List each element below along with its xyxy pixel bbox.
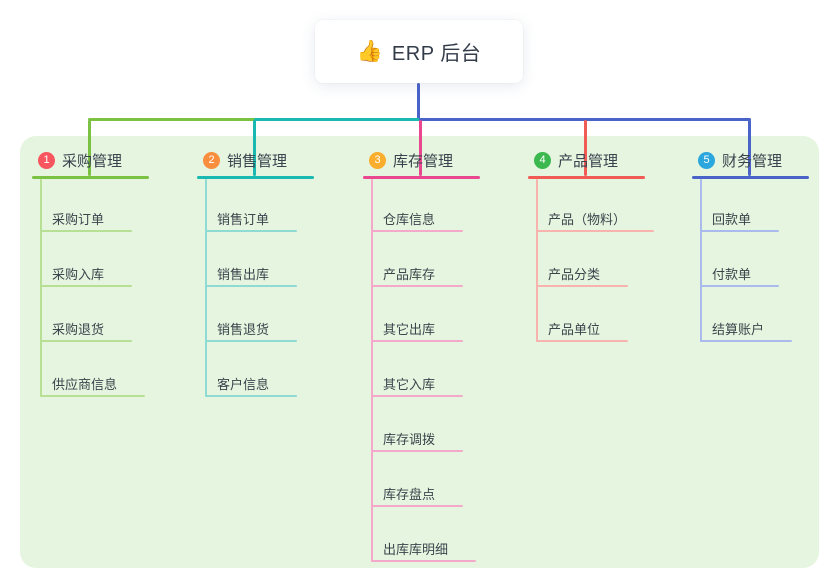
branch-trunk-line [205, 179, 207, 397]
branch-node-label: 库存管理 [393, 152, 454, 170]
branch-underline [32, 176, 149, 179]
child-underline [536, 285, 628, 287]
branch-underline [197, 176, 314, 179]
child-underline [40, 230, 132, 232]
child-underline [700, 340, 792, 342]
child-node[interactable]: 结算账户 [712, 322, 765, 337]
branch-node-label: 销售管理 [227, 152, 288, 170]
child-node[interactable]: 产品（物料） [548, 212, 627, 227]
child-underline [371, 230, 463, 232]
child-node[interactable]: 库存盘点 [383, 487, 436, 502]
child-node[interactable]: 采购订单 [52, 212, 105, 227]
child-underline [205, 395, 297, 397]
child-node[interactable]: 销售退货 [217, 322, 270, 337]
branch-underline [528, 176, 645, 179]
branch-trunk-line [40, 179, 42, 397]
child-node[interactable]: 销售订单 [217, 212, 270, 227]
branch-number-badge: 1 [38, 151, 55, 169]
branches-panel [20, 136, 819, 568]
child-underline [205, 230, 297, 232]
child-underline [700, 285, 779, 287]
child-node[interactable]: 产品库存 [383, 267, 436, 282]
child-node[interactable]: 出库库明细 [383, 542, 449, 557]
child-underline [371, 395, 463, 397]
branch-node-3[interactable]: 3 库存管理 [369, 149, 453, 171]
branch-node-5[interactable]: 5 财务管理 [698, 149, 782, 171]
rail-segment-3 [419, 118, 751, 121]
branch-node-2[interactable]: 2 销售管理 [203, 149, 287, 171]
branch-drop-line [748, 120, 751, 176]
root-node-label: ERP 后台 [391, 43, 482, 65]
child-underline [371, 450, 463, 452]
child-node[interactable]: 其它出库 [383, 322, 436, 337]
branch-underline [692, 176, 809, 179]
branch-number-badge: 5 [698, 151, 715, 169]
child-node[interactable]: 付款单 [712, 267, 752, 282]
branch-node-label: 采购管理 [62, 152, 123, 170]
branch-number-badge: 3 [369, 151, 386, 169]
child-underline [40, 395, 145, 397]
child-underline [536, 340, 628, 342]
branch-trunk-line [536, 179, 538, 342]
branch-underline [363, 176, 480, 179]
child-node[interactable]: 销售出库 [217, 267, 270, 282]
child-underline [40, 340, 132, 342]
child-node[interactable]: 产品单位 [548, 322, 601, 337]
child-node[interactable]: 仓库信息 [383, 212, 436, 227]
branch-trunk-line [700, 179, 702, 342]
child-underline [700, 230, 779, 232]
child-underline [205, 340, 297, 342]
child-node[interactable]: 产品分类 [548, 267, 601, 282]
root-stem-line [417, 83, 420, 121]
child-underline [371, 560, 476, 562]
branch-drop-line [419, 120, 422, 176]
branch-node-label: 产品管理 [558, 152, 619, 170]
branch-number-badge: 4 [534, 151, 551, 169]
root-node[interactable]: 👍 ERP 后台 [315, 20, 523, 83]
branch-node-label: 财务管理 [722, 152, 783, 170]
branch-drop-line [88, 120, 91, 176]
branch-number-badge: 2 [203, 151, 220, 169]
branch-trunk-line [371, 179, 373, 562]
child-underline [371, 505, 463, 507]
child-underline [205, 285, 297, 287]
child-underline [371, 285, 463, 287]
branch-node-1[interactable]: 1 采购管理 [38, 149, 122, 171]
child-node[interactable]: 采购退货 [52, 322, 105, 337]
rail-segment-1 [88, 118, 256, 121]
child-node[interactable]: 回款单 [712, 212, 752, 227]
child-node[interactable]: 其它入库 [383, 377, 436, 392]
child-node[interactable]: 库存调拨 [383, 432, 436, 447]
child-node[interactable]: 供应商信息 [52, 377, 118, 392]
child-node[interactable]: 采购入库 [52, 267, 105, 282]
branch-node-4[interactable]: 4 产品管理 [534, 149, 618, 171]
child-underline [536, 230, 654, 232]
child-underline [371, 340, 463, 342]
branch-drop-line [584, 120, 587, 176]
branch-drop-line [253, 120, 256, 176]
child-underline [40, 285, 132, 287]
child-node[interactable]: 客户信息 [217, 377, 270, 392]
thumbs-up-icon: 👍 [356, 40, 383, 63]
rail-segment-2 [254, 118, 421, 121]
